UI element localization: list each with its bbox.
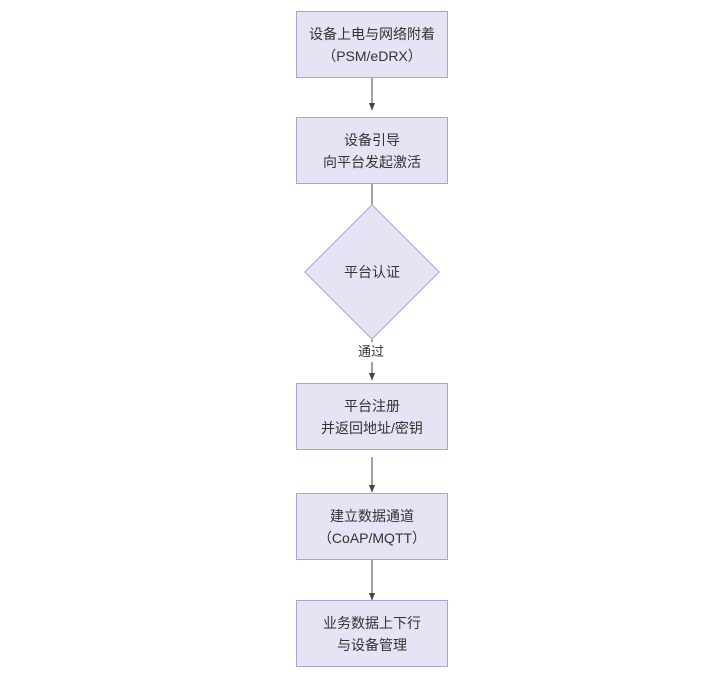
node-label-line1: 平台注册 (344, 397, 400, 414)
node-label-line1: 建立数据通道 (330, 507, 414, 524)
node-label-line1: 设备引导 (344, 131, 400, 148)
node-label-line1: 业务数据上下行 (323, 614, 421, 631)
node-label-line2: （PSM/eDRX） (322, 47, 422, 64)
edge-label-text: 通过 (358, 344, 385, 359)
node-label-line2: 与设备管理 (337, 636, 407, 653)
edge-label-pass: 通过 (355, 342, 388, 362)
node-device-power-on[interactable]: 设备上电与网络附着 （PSM/eDRX） (296, 11, 448, 78)
node-label-line1: 设备上电与网络附着 (309, 25, 435, 42)
node-establish-data-channel[interactable]: 建立数据通道 （CoAP/MQTT） (296, 493, 448, 560)
node-platform-auth-decision[interactable] (304, 204, 440, 340)
node-label-line2: （CoAP/MQTT） (317, 529, 427, 546)
node-platform-register[interactable]: 平台注册 并返回地址/密钥 (296, 383, 448, 450)
node-business-data-and-device-management[interactable]: 业务数据上下行 与设备管理 (296, 600, 448, 667)
node-label-line2: 向平台发起激活 (323, 153, 421, 170)
node-label-line2: 并返回地址/密钥 (321, 419, 423, 436)
node-device-bootstrap[interactable]: 设备引导 向平台发起激活 (296, 117, 448, 184)
